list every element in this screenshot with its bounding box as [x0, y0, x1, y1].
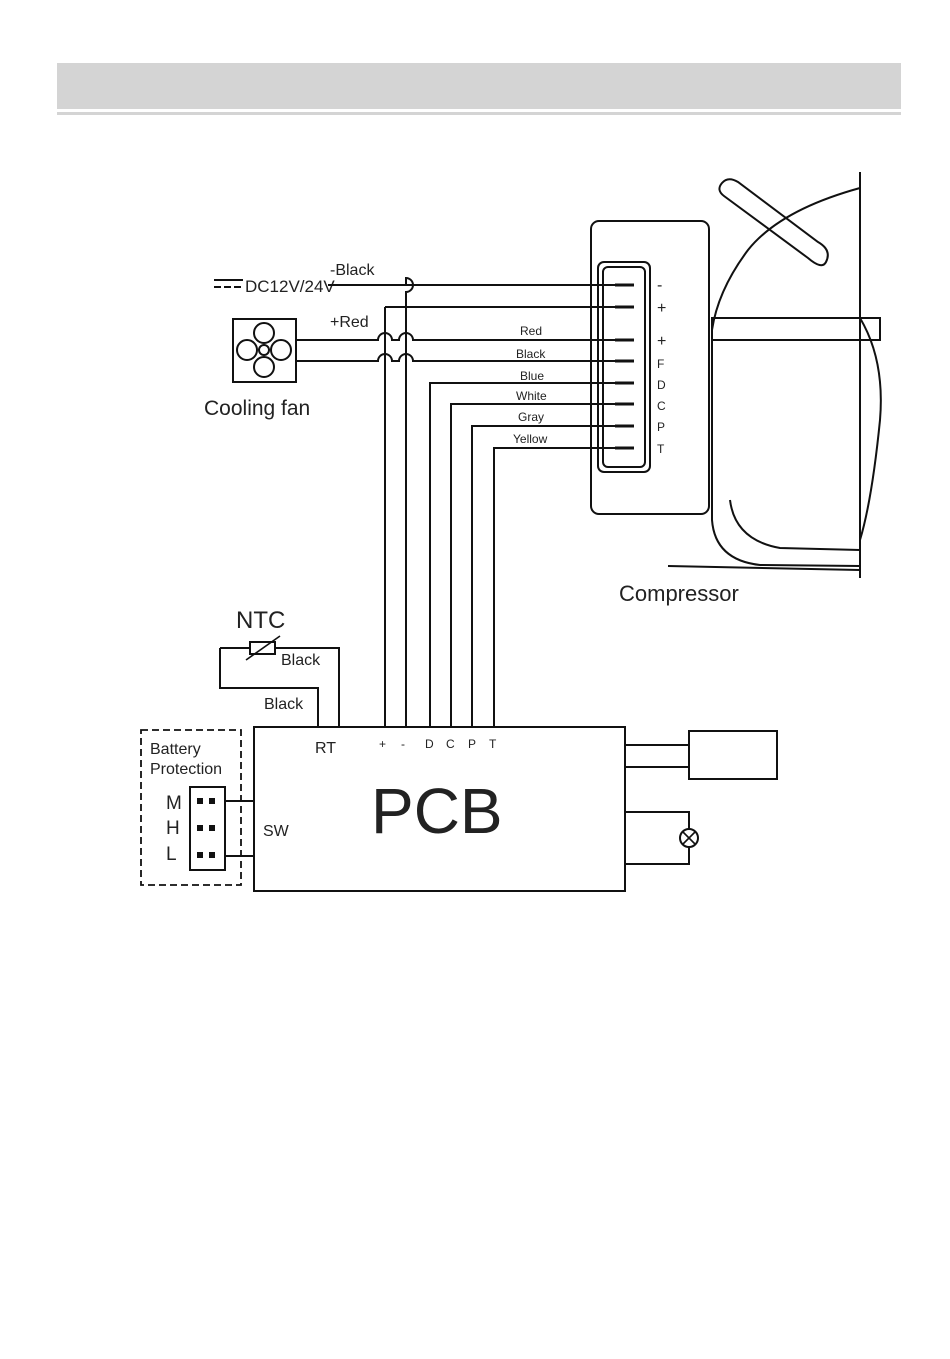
pcb-label: PCB — [371, 775, 503, 847]
fan-blade — [254, 357, 274, 377]
terminal-block-outer — [598, 262, 650, 472]
terminal-label: C — [657, 399, 666, 413]
terminal-label: F — [657, 357, 664, 371]
terminal-label: D — [657, 378, 666, 392]
battery-protection: Battery Protection M H L — [141, 730, 254, 885]
compressor-dome — [712, 188, 860, 566]
dc-supply: DC12V/24V -Black +Red — [214, 262, 375, 331]
terminal-label: + — [657, 333, 666, 350]
compressor-side — [860, 318, 881, 540]
battery-jumper-block — [190, 787, 225, 870]
compressor-lower-curve — [730, 500, 860, 550]
terminal-labels: - + + F D C P T — [657, 277, 666, 456]
ntc-wire-label: Black — [281, 652, 321, 669]
fan-blade — [271, 340, 291, 360]
pcb-terminal-label: + — [379, 737, 386, 751]
pcb-terminal-label: P — [468, 737, 476, 751]
lamp-wire-bottom — [625, 847, 689, 864]
pcb-sw-label: SW — [263, 823, 290, 840]
dc-voltage-label: DC12V/24V — [245, 277, 335, 296]
pcb-terminal-label: T — [489, 737, 497, 751]
battery-label-line2: Protection — [150, 761, 222, 778]
battery-label-line1: Battery — [150, 741, 201, 758]
battery-mode-label: L — [166, 844, 177, 865]
pcb: PCB RT SW + - D C P T — [254, 727, 625, 891]
wire-color-label: Black — [516, 347, 546, 361]
pcb-outputs — [625, 731, 777, 864]
jumper-pins — [197, 798, 215, 858]
fan-housing — [233, 319, 296, 382]
wire-color-label: White — [516, 389, 547, 403]
terminal-label: - — [657, 277, 662, 294]
fan-blade — [237, 340, 257, 360]
battery-mode-label: H — [166, 818, 180, 839]
compressor-pipe — [719, 179, 827, 265]
wire-color-label: Red — [520, 324, 542, 338]
wire-color-labels: Red Black Blue White Gray Yellow — [513, 324, 548, 446]
output-module — [689, 731, 777, 779]
fan-hub — [259, 345, 269, 355]
wire-red-fan — [296, 333, 615, 340]
terminal-pins — [615, 285, 634, 448]
negative-wire-label: -Black — [330, 262, 375, 279]
terminal-label: P — [657, 420, 665, 434]
compressor-label: Compressor — [619, 581, 739, 606]
lamp-wire-top — [625, 812, 689, 829]
ntc-label: NTC — [236, 607, 285, 634]
pcb-terminal-label: C — [446, 737, 455, 751]
ntc-sensor: NTC Black Black — [220, 607, 339, 727]
pcb-terminal-label: D — [425, 737, 434, 751]
pcb-terminal-label: - — [401, 737, 405, 751]
terminal-block-inner — [603, 267, 645, 467]
cooling-fan: Cooling fan — [204, 319, 310, 420]
wire-color-label: Gray — [518, 410, 544, 424]
wire-black-fan — [296, 354, 615, 361]
positive-wire-label: +Red — [330, 314, 369, 331]
fan-blade — [254, 323, 274, 343]
terminal-label: + — [657, 300, 666, 317]
wire-color-label: Blue — [520, 369, 544, 383]
ntc-wire-label: Black — [264, 696, 304, 713]
cooling-fan-label: Cooling fan — [204, 397, 310, 420]
compressor: Compressor — [591, 172, 881, 606]
compressor-band — [712, 318, 880, 340]
wire-yellow-t — [494, 448, 615, 727]
pcb-rt-label: RT — [315, 740, 336, 757]
battery-mode-label: M — [166, 793, 182, 814]
wire-pcb-negative — [406, 278, 413, 727]
wire-color-label: Yellow — [513, 432, 548, 446]
terminal-label: T — [657, 442, 665, 456]
